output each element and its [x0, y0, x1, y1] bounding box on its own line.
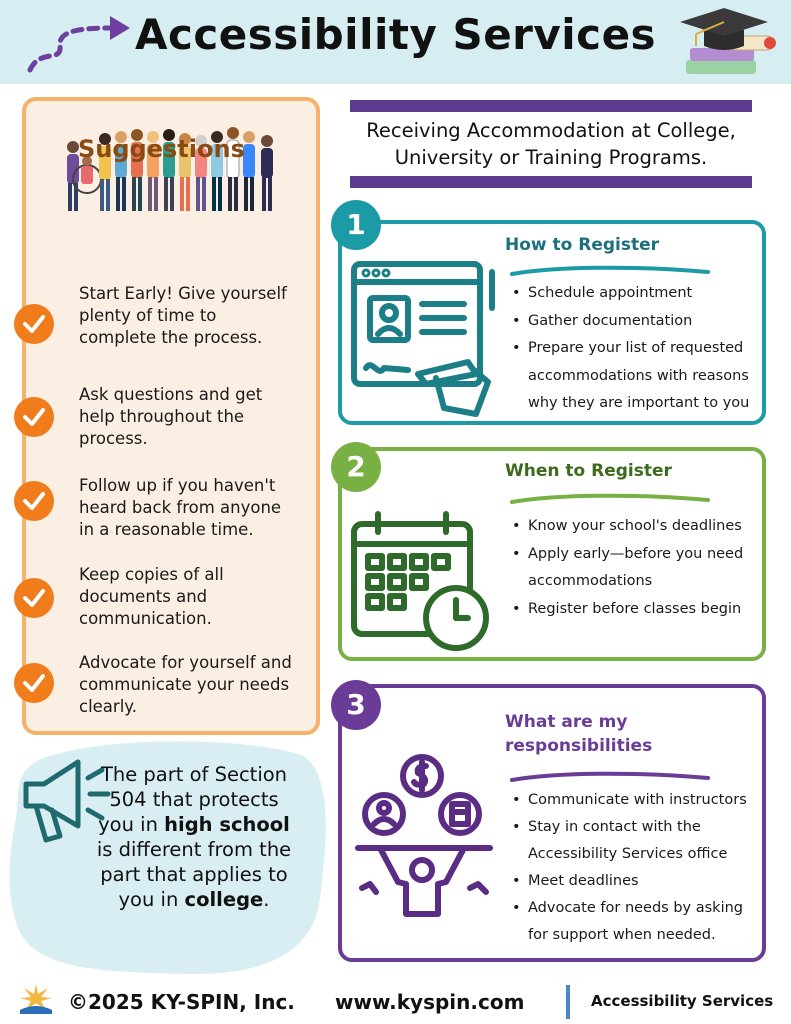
suggestion-text: Follow up if you haven't heard back from… — [79, 476, 282, 539]
banner-line: University or Training Programs. — [394, 146, 708, 169]
suggestions-title: Suggestions — [78, 135, 245, 163]
suggestion-text: Ask questions and get help throughout th… — [79, 385, 263, 448]
checkmark-circle-icon — [14, 397, 54, 437]
checkmark-circle-icon — [14, 663, 54, 703]
note-background-blob — [9, 741, 326, 975]
squiggle-underline — [510, 265, 710, 276]
note-text: is different from the part that applies … — [96, 838, 292, 911]
dashed-arrow-icon — [27, 16, 130, 73]
step-bullets: Communicate with instructors Stay in con… — [512, 787, 762, 949]
step-number: 2 — [331, 442, 381, 492]
suggestion-text: Advocate for yourself and communicate yo… — [79, 653, 292, 716]
diverse-people-illustration — [67, 127, 273, 211]
bullet-item: Prepare your list of requested accommoda… — [512, 335, 762, 418]
page-title: Accessibility Services — [134, 10, 657, 59]
suggestion-text: Start Early! Give yourself plenty of tim… — [79, 284, 287, 347]
bullet-item: Gather documentation — [512, 308, 762, 336]
step-bullets: Know your school's deadlines Apply early… — [512, 513, 762, 623]
footer-label: Accessibility Services — [591, 992, 774, 1010]
bullet-item: Register before classes begin — [512, 596, 762, 624]
bullet-item: Know your school's deadlines — [512, 513, 762, 541]
banner-heading: Receiving Accommodation at College, Univ… — [340, 117, 762, 171]
bullet-item: Schedule appointment — [512, 280, 762, 308]
banner-top-bar — [350, 100, 752, 112]
banner-line: Receiving Accommodation at College, — [366, 119, 736, 142]
graduation-cap-icon — [680, 8, 776, 74]
step-title: What are my responsibilities — [505, 712, 653, 756]
bullet-item: Communicate with instructors — [512, 787, 762, 814]
banner-bottom-bar — [350, 176, 752, 188]
step-title: How to Register — [505, 235, 660, 255]
note-text: The part of Section 504 that protects yo… — [98, 763, 288, 836]
megaphone-icon — [23, 759, 111, 843]
footer-divider — [566, 985, 570, 1019]
calendar-clock-icon — [351, 511, 489, 651]
checkmark-circle-icon — [14, 481, 54, 521]
bullet-item: Apply early—before you need accommodatio… — [512, 541, 762, 596]
note-emphasis: high school — [164, 813, 290, 836]
registration-form-icon — [351, 261, 495, 417]
person-responsibilities-icon — [355, 754, 493, 917]
squiggle-underline — [510, 493, 710, 504]
section-504-note: The part of Section 504 that protects yo… — [94, 762, 294, 912]
checkmark-circle-icon — [14, 578, 54, 618]
step-number: 1 — [331, 200, 381, 250]
step-bullets: Schedule appointment Gather documentatio… — [512, 280, 762, 418]
bullet-item: Advocate for needs by asking for support… — [512, 895, 762, 949]
ky-spin-logo — [20, 984, 52, 1014]
suggestion-text: Keep copies of all documents and communi… — [79, 565, 224, 628]
footer-website-link[interactable]: www.kyspin.com — [335, 990, 525, 1014]
header-band — [0, 0, 791, 84]
step-title: When to Register — [505, 461, 672, 481]
bullet-item: Stay in contact with the Accessibility S… — [512, 814, 762, 868]
note-emphasis: college — [184, 888, 264, 911]
footer-copyright: ©2025 KY-SPIN, Inc. — [68, 990, 295, 1014]
step-number: 3 — [331, 680, 381, 730]
checkmark-circle-icon — [14, 304, 54, 344]
squiggle-underline — [510, 771, 710, 782]
bullet-item: Meet deadlines — [512, 868, 762, 895]
note-text: . — [263, 888, 270, 911]
